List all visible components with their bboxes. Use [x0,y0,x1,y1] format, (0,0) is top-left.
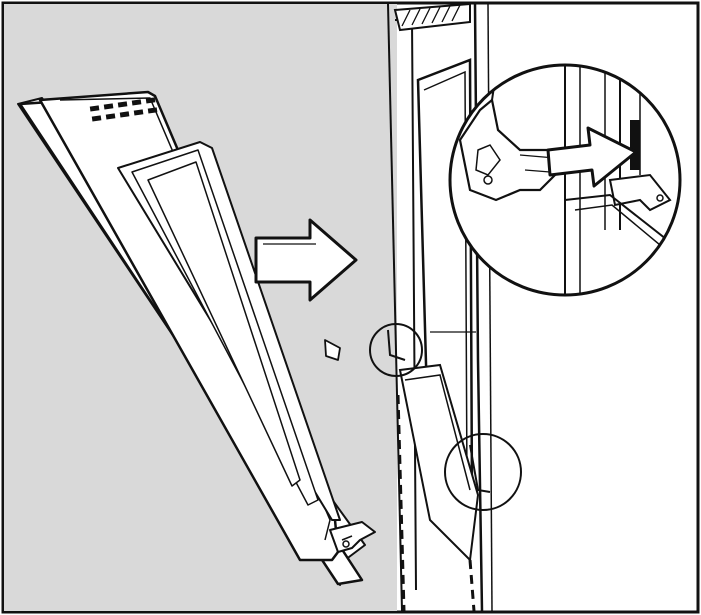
oven-frame [387,2,493,612]
guide-dashed-line [396,394,476,612]
oven-door [17,90,376,586]
hinge-detail-callout [448,63,682,297]
insert-arrow [546,126,638,188]
door-vent-slots [89,97,158,122]
direction-arrow [254,218,358,302]
lower-hinge-detail [469,444,491,493]
upper-hinge-detail [387,329,406,361]
upper-hinge-marker [369,323,423,377]
lower-hinge-marker [444,433,522,511]
